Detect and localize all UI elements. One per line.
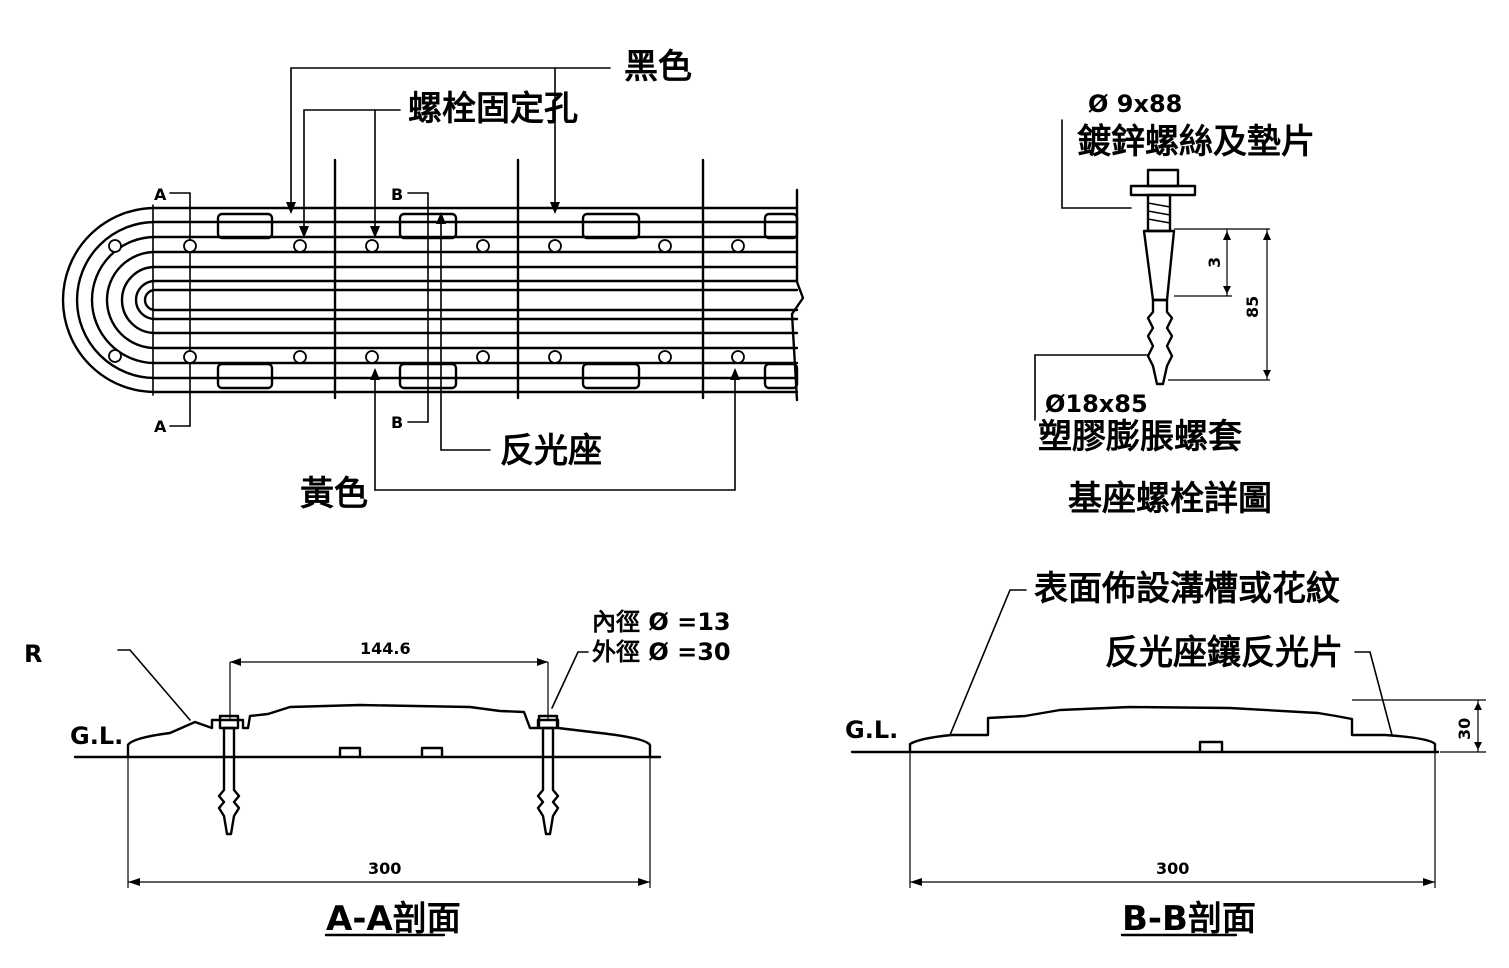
- reflector-note-label: 反光座鑲反光片: [1105, 633, 1343, 673]
- surface-note-label: 表面佈設溝槽或花紋: [1034, 569, 1340, 609]
- inner-diameter-label: 內徑 Ø =13: [592, 608, 731, 636]
- section-b-top-mark: B: [391, 185, 403, 204]
- dim-small-label: 3: [1205, 257, 1224, 268]
- section-aa-title: A-A剖面: [326, 899, 461, 939]
- black-label: 黑色: [624, 47, 692, 87]
- anchor-size-label: Ø18x85: [1045, 390, 1148, 418]
- plan-view: 黑色 螺栓固定孔 反光座 黃色 A A B B: [61, 47, 805, 514]
- reflector-seat-label: 反光座: [500, 431, 602, 471]
- outer-diameter-label: 外徑 Ø =30: [592, 638, 731, 666]
- bolt-size-label: Ø 9x88: [1088, 90, 1182, 118]
- yellow-label: 黃色: [300, 474, 368, 514]
- width-dim-bb: 300: [1156, 859, 1189, 878]
- dim-large-label: 85: [1243, 296, 1262, 318]
- anchor-desc-label: 塑膠膨脹螺套: [1038, 417, 1242, 457]
- gl-label-aa: G.L.: [70, 722, 123, 750]
- section-bb-title: B-B剖面: [1122, 899, 1256, 939]
- section-a-top-mark: A: [154, 185, 167, 204]
- section-bb: 表面佈設溝槽或花紋 反光座鑲反光片 G.L. 30 300 B-B剖面: [845, 569, 1486, 939]
- gl-label-bb: G.L.: [845, 716, 898, 744]
- span-dim-label: 144.6: [360, 639, 411, 658]
- bolt-detail-title: 基座螺栓詳圖: [1068, 479, 1272, 519]
- bolt-hole-label: 螺栓固定孔: [408, 89, 578, 129]
- width-dim-aa: 300: [368, 859, 401, 878]
- height-dim-bb: 30: [1455, 718, 1474, 740]
- section-b-bottom-mark: B: [391, 413, 403, 432]
- bolt-desc-label: 鍍鋅螺絲及墊片: [1077, 122, 1315, 162]
- section-a-bottom-mark: A: [154, 417, 167, 436]
- section-aa: R G.L. 144.6 內徑 Ø =13 外徑 Ø =30 300 A-A剖面: [24, 608, 731, 939]
- bolt-detail: Ø 9x88 鍍鋅螺絲及墊片 3 85 Ø18x85 塑膠膨脹螺套 基座螺栓詳圖: [1034, 90, 1315, 519]
- radius-label: R: [24, 640, 42, 668]
